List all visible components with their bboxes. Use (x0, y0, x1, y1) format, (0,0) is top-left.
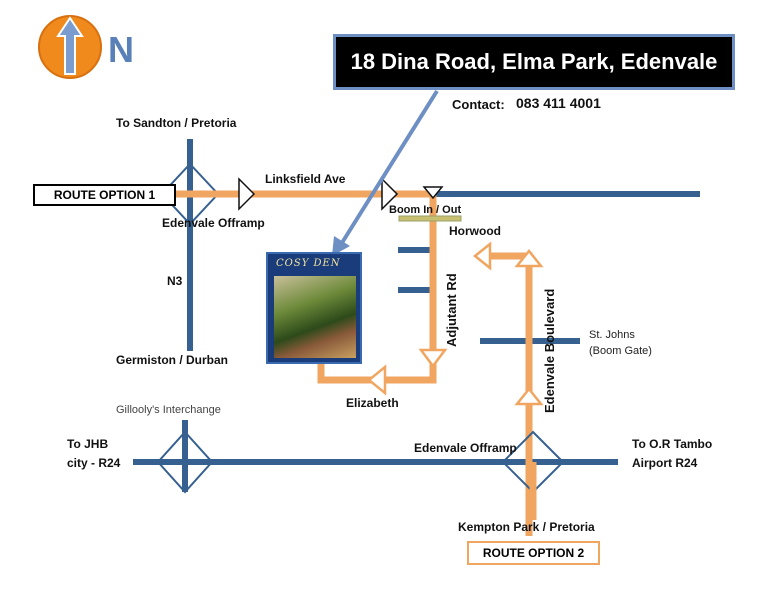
label-germiston: Germiston / Durban (116, 353, 229, 367)
route-arrows-orange (367, 241, 544, 406)
label-to-jhb: To JHB (67, 437, 109, 451)
label-boom-gate: (Boom Gate) (589, 345, 652, 357)
label-elizabeth: Elizabeth (346, 396, 399, 410)
arrow-right-icon (238, 177, 256, 211)
label-edenvale-offramp-n3: Edenvale Offramp (162, 216, 265, 230)
contact-number: 083 411 4001 (516, 95, 601, 111)
label-boom: Boom In / Out (389, 204, 462, 216)
label-n3: N3 (167, 274, 183, 288)
callout-arrow (332, 89, 439, 256)
route-option-2: ROUTE OPTION 2 (467, 541, 600, 565)
label-horwood: Horwood (449, 224, 501, 238)
label-edenvale-offramp-r24: Edenvale Offramp (414, 441, 517, 455)
north-arrow-icon (38, 15, 102, 79)
route-option-1: ROUTE OPTION 1 (33, 184, 176, 206)
arrow-down-icon (418, 348, 448, 369)
arrow-left-icon (472, 241, 492, 271)
label-edenvale-blvd: Edenvale Boulevard (542, 288, 557, 413)
label-to-ortambo: To O.R Tambo (632, 437, 713, 451)
interchange-gillooly (156, 430, 214, 494)
arrow-left-icon (367, 364, 387, 396)
photo-sign: COSY DEN (276, 258, 341, 269)
north-letter: N (108, 29, 134, 70)
route-arrows (238, 177, 444, 211)
label-to-sandton: To Sandton / Pretoria (116, 116, 237, 130)
arrow-up-icon (514, 386, 544, 406)
address-title: 18 Dina Road, Elma Park, Edenvale (333, 34, 735, 90)
arrow-down-icon (422, 186, 444, 200)
label-linksfield: Linksfield Ave (265, 172, 346, 186)
route-line (35, 190, 533, 536)
label-kempton: Kempton Park / Pretoria (458, 520, 595, 534)
arrow-right-icon (381, 177, 399, 211)
label-airport-r24: Airport R24 (632, 456, 698, 470)
label-jhb-city: city - R24 (67, 456, 121, 470)
arrow-up-icon (514, 248, 544, 268)
label-gillooly: Gillooly's Interchange (116, 404, 221, 416)
contact-label: Contact: (452, 97, 505, 112)
boom-gate-bar (398, 215, 462, 222)
photo-image (274, 276, 356, 358)
label-adjutant: Adjutant Rd (444, 273, 459, 347)
label-st-johns: St. Johns (589, 329, 635, 341)
cosy-den-photo: COSY DEN (266, 252, 362, 364)
